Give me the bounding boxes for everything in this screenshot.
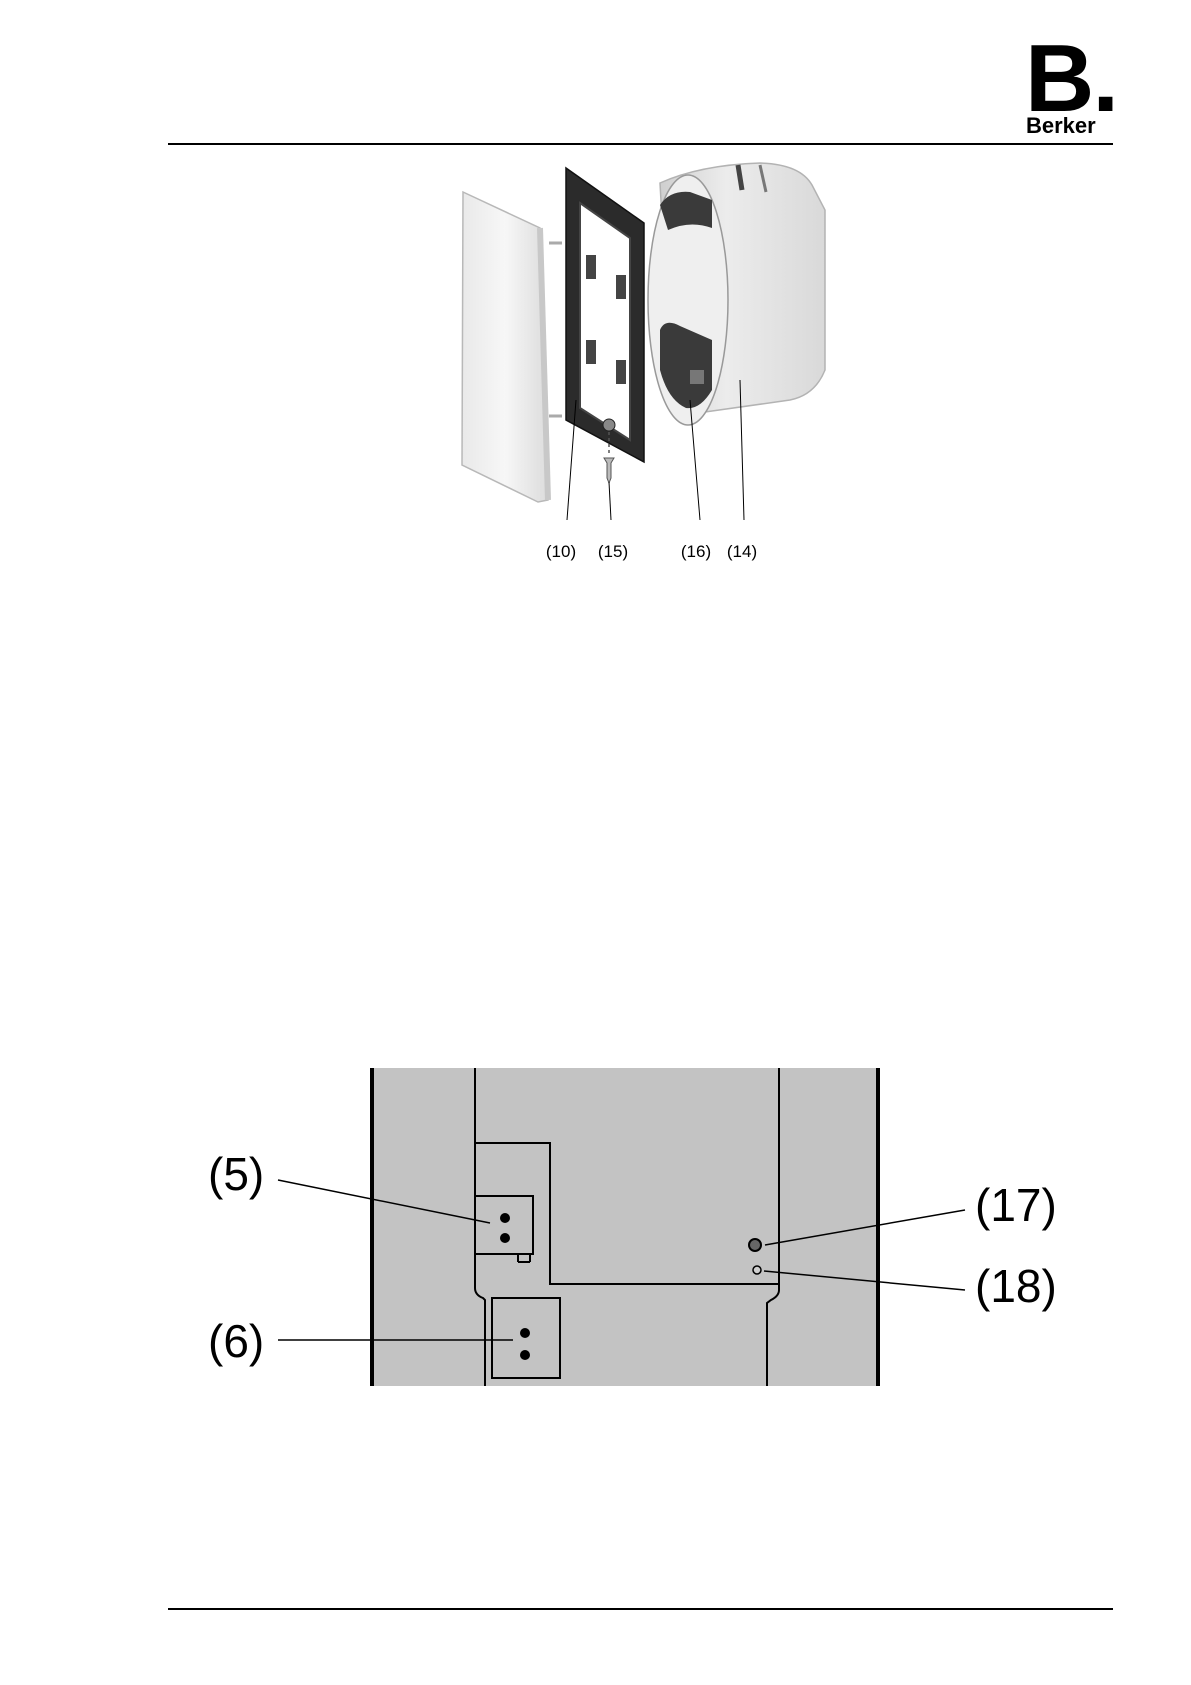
label-16: (16): [681, 542, 711, 561]
footer-rule: [168, 1608, 1113, 1610]
frame-part-10: [566, 168, 644, 462]
label-6: (6): [208, 1315, 264, 1367]
cover-plate: [462, 192, 562, 502]
label-17: (17): [975, 1179, 1057, 1231]
label-18: (18): [975, 1260, 1057, 1312]
box-insert-part-16: [648, 175, 728, 425]
label-14: (14): [727, 542, 757, 561]
label-5: (5): [208, 1148, 264, 1200]
label-15: (15): [598, 542, 628, 561]
label-10: (10): [546, 542, 576, 561]
figure-cross-section: [372, 1068, 878, 1386]
